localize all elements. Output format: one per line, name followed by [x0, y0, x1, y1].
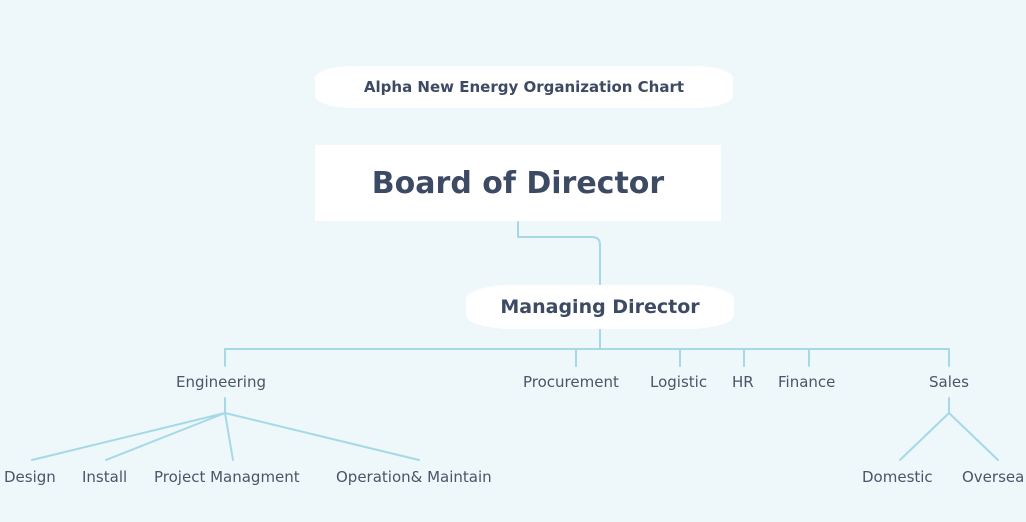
operation-connector	[224, 412, 420, 461]
domestic-connector	[899, 412, 950, 461]
chart-title: Alpha New Energy Organization Chart	[315, 66, 733, 108]
design-connector	[31, 412, 226, 461]
unit-operation-maintain[interactable]: Operation& Maintain	[336, 468, 492, 486]
unit-domestic[interactable]: Domestic	[862, 468, 933, 486]
unit-project-management[interactable]: Project Managment	[154, 468, 300, 486]
install-connector	[105, 412, 226, 461]
unit-design[interactable]: Design	[4, 468, 56, 486]
unit-overseas[interactable]: Oversea	[962, 468, 1025, 486]
department-sales[interactable]: Sales	[929, 373, 969, 391]
managing-director-node[interactable]: Managing Director	[466, 285, 734, 329]
department-hr[interactable]: HR	[732, 373, 754, 391]
unit-install[interactable]: Install	[82, 468, 128, 486]
overseas-connector	[948, 412, 999, 461]
department-logistic[interactable]: Logistic	[650, 373, 708, 391]
department-engineering[interactable]: Engineering	[176, 373, 266, 391]
board-of-director-node[interactable]: Board of Director	[315, 145, 721, 221]
project-connector	[224, 412, 234, 461]
board-to-md-connector	[517, 221, 601, 286]
department-procurement[interactable]: Procurement	[523, 373, 619, 391]
department-finance[interactable]: Finance	[778, 373, 836, 391]
